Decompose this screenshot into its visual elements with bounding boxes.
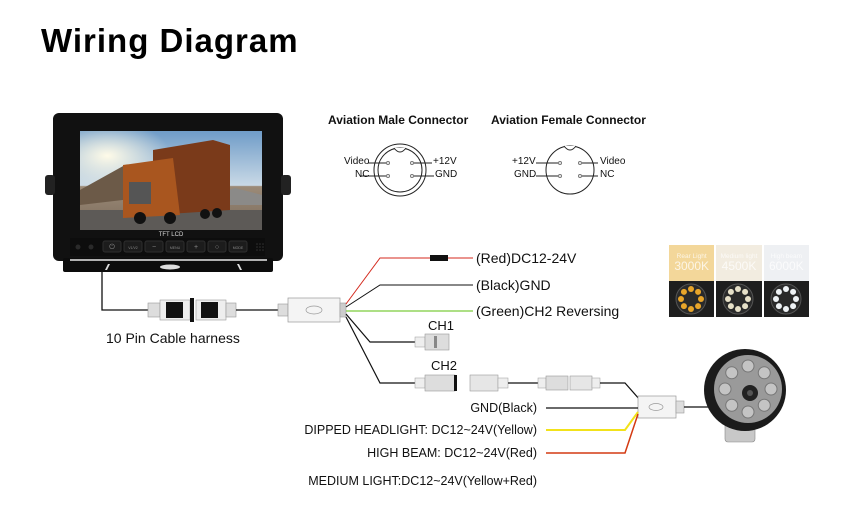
monitor-button-mode[interactable] (228, 240, 248, 253)
female-pin (578, 161, 582, 165)
medium-light-label: MEDIUM LIGHT:DC12~24V(Yellow+Red) (308, 474, 537, 488)
male-pin-label-gnd: GND (435, 169, 458, 180)
high-beam-red-wire (546, 413, 639, 454)
screen-truck-grille (129, 182, 151, 204)
male-pin-label-12v: +12V (433, 156, 457, 167)
harness-label: 10 Pin Cable harness (106, 330, 240, 346)
female-key-notch (563, 145, 577, 151)
female-connector-title: Aviation Female Connector (491, 113, 646, 127)
ch2-connector-pair (414, 374, 509, 392)
led-icon (741, 405, 755, 419)
led-icon (764, 382, 778, 396)
ch1-cable (345, 313, 415, 343)
monitor-button-label-mode: MODE (233, 246, 244, 250)
color-temp-kelvin: 6000K (768, 259, 804, 274)
female-pin-label-nc: NC (600, 169, 615, 180)
led-ring-icon (722, 283, 754, 315)
monitor-cable (101, 272, 148, 311)
camera-video-cable (600, 382, 641, 401)
monitor-sensor (75, 244, 81, 250)
female-pin (578, 174, 582, 178)
monitor-button-label-power: ⏻ (109, 243, 115, 251)
ch1-connector (414, 333, 450, 351)
color-temp-led-photo (669, 281, 715, 317)
extension-connector-pair (537, 375, 601, 391)
harness-connector (147, 298, 237, 322)
male-pin-label-nc: NC (355, 169, 370, 180)
male-pin-label-video: Video (344, 156, 370, 167)
gnd-black-label: GND(Black) (470, 401, 537, 415)
male-connector-title: Aviation Male Connector (328, 113, 469, 127)
green-wire-label: (Green)CH2 Reversing (476, 303, 620, 319)
monitor-button-power[interactable] (102, 240, 122, 253)
high-beam-label: HIGH BEAM: DC12~24V(Red) (367, 446, 537, 460)
ch2-cable (345, 316, 415, 384)
female-pin (558, 161, 562, 165)
black-wire (345, 284, 473, 308)
dipped-headlight-label: DIPPED HEADLIGHT: DC12~24V(Yellow) (304, 423, 537, 437)
monitor-side-knob-left (45, 175, 55, 195)
monitor-button-rotate[interactable] (207, 240, 227, 253)
color-temp-name: High beam (770, 252, 803, 260)
monitor: ⏻ V1/V2 − MENU + ○ MODE TFT LCD (45, 113, 291, 272)
splitter-box (277, 297, 347, 323)
monitor-button-label-menu: MENU (170, 246, 181, 250)
page-title: Wiring Diagram (41, 22, 299, 59)
male-pin (386, 174, 390, 178)
monitor-button-plus[interactable] (186, 240, 206, 253)
monitor-sensor (88, 244, 94, 250)
female-pin-label-12v: +12V (512, 156, 536, 167)
male-key-notch (393, 147, 407, 153)
led-ring-icon (770, 283, 802, 315)
inline-fuse (430, 255, 448, 261)
male-pin (410, 174, 414, 178)
dipped-yellow-wire (546, 411, 639, 431)
male-outer-ring (373, 143, 427, 197)
monitor-button-v1v2[interactable] (123, 240, 143, 253)
female-connector-diagram (536, 145, 598, 195)
led-icon (718, 382, 732, 396)
monitor-button-label-minus: − (152, 244, 156, 251)
color-temp-name: Medium light (720, 252, 758, 260)
monitor-button-minus[interactable] (144, 240, 164, 253)
monitor-brand-label: TFT LCD (159, 232, 184, 238)
female-pin-label-video: Video (600, 156, 626, 167)
monitor-button-label-plus: + (194, 244, 198, 251)
monitor-side-knob-right (281, 175, 291, 195)
black-wire-label: (Black)GND (476, 277, 551, 293)
led-icon (725, 366, 739, 380)
monitor-button-label-rotate: ○ (215, 244, 219, 251)
color-temp-kelvin: 4500K (721, 259, 757, 274)
ch2-label: CH2 (431, 358, 458, 373)
male-pin (410, 161, 414, 165)
led-icon (741, 359, 755, 373)
red-wire-label: (Red)DC12-24V (476, 250, 577, 266)
monitor-button-menu[interactable] (165, 240, 185, 253)
red-wire (345, 257, 430, 305)
led-icon (757, 398, 771, 412)
led-icon (725, 398, 739, 412)
camera-work-light (704, 349, 786, 443)
led-icon (757, 366, 771, 380)
monitor-button-label-v1v2: V1/V2 (128, 246, 138, 250)
female-pin-label-gnd: GND (514, 169, 537, 180)
male-pin (386, 161, 390, 165)
color-temp-led-photo (716, 281, 762, 317)
ch1-label: CH1 (428, 318, 455, 333)
color-temp-name: Rear Light (676, 252, 707, 260)
female-pin (558, 174, 562, 178)
color-temp-kelvin: 3000K (674, 259, 710, 274)
male-connector-diagram (360, 143, 434, 197)
light-splitter-box (637, 395, 685, 419)
color-temp-led-photo (763, 281, 809, 317)
led-ring-icon (675, 283, 707, 315)
